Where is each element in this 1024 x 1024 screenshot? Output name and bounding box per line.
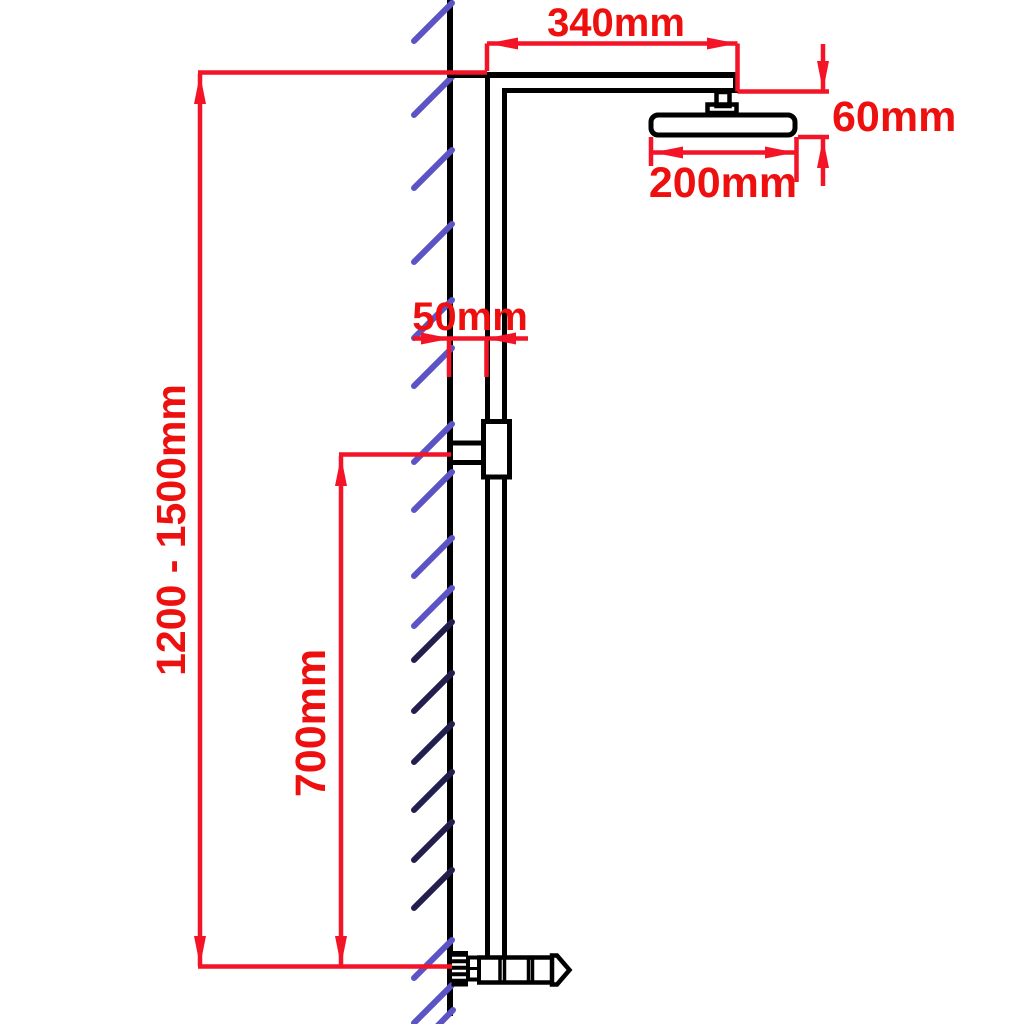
dim-arrow-up [194, 74, 206, 104]
dimension-head-width: 200mm [648, 137, 799, 207]
dim-arrow-left [653, 146, 683, 159]
valve-outlet-tip [549, 953, 573, 987]
dimension-arm-length: 340mm [484, 1, 740, 92]
wall-hatch [411, 147, 455, 191]
dimension-head-height: 60mm [737, 44, 956, 186]
dimension-overall-height: 1200 - 1500mm [148, 70, 487, 969]
dim-arrow-up [817, 138, 829, 168]
wall-hatch [411, 769, 455, 813]
wall-hatch [411, 297, 455, 341]
shower-fixture [448, 72, 798, 987]
wall-hatch [411, 585, 455, 629]
dim-arrow-left [486, 332, 516, 345]
wall-hatch [411, 221, 455, 265]
dim-arrow-left [488, 37, 518, 50]
wall-hatch [411, 819, 455, 863]
dimension-label: 340mm [547, 1, 685, 45]
dimension-handset-height: 700mm [287, 452, 451, 966]
dim-arrow-right [707, 37, 737, 50]
dimension-wall-offset: 50mm [412, 295, 528, 377]
dimension-label: 700mm [287, 649, 335, 797]
dim-arrow-down [335, 936, 347, 966]
wall-hatch [411, 345, 455, 389]
dimension-label: 50mm [412, 295, 528, 339]
diverter-knob [451, 951, 468, 987]
wall-hatch [411, 619, 455, 663]
wall-hatch [411, 469, 455, 513]
dimension-label: 1200 - 1500mm [148, 384, 194, 676]
diverter-valve [451, 951, 573, 987]
dimension-label: 200mm [649, 159, 797, 207]
dim-arrow-right [765, 146, 795, 159]
shower-head-stem-base [705, 102, 739, 116]
wall-hatch [411, 74, 455, 118]
wall-hatch [411, 721, 455, 765]
wall-hatch [411, 535, 455, 579]
dim-arrow-down [194, 936, 206, 966]
wall-hatch [435, 1007, 456, 1024]
shower-head [648, 112, 798, 138]
wall-hatch [411, 867, 455, 911]
dimensions: 340mm 60mm 200mm 50mm [148, 1, 956, 969]
dim-arrow-up [335, 456, 347, 486]
slider-bracket [481, 419, 512, 480]
dim-arrow-right [421, 332, 451, 345]
dimension-label: 60mm [832, 93, 956, 141]
wall-hatch [411, 937, 455, 981]
wall [411, 0, 456, 1024]
wall-hatch [411, 670, 455, 714]
wall-hatch [411, 982, 455, 1024]
wall-hatch [411, 0, 455, 44]
dim-arrow-down [817, 61, 829, 91]
